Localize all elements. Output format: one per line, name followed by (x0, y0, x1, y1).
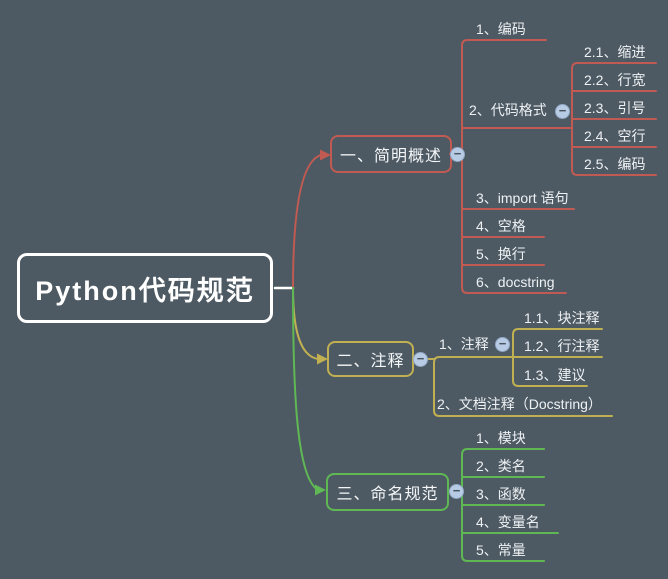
topic-function[interactable]: 3、函数 (476, 486, 526, 502)
topic-block-comment[interactable]: 1.1、块注释 (524, 310, 600, 326)
topic-line-width[interactable]: 2.2、行宽 (584, 72, 646, 88)
branch-topic-comments[interactable]: 二、注释 (327, 341, 414, 377)
topic-line-break[interactable]: 5、换行 (476, 246, 526, 262)
arrowhead-overview (320, 149, 331, 161)
topic-quotes[interactable]: 2.3、引号 (584, 100, 646, 116)
topic-constant[interactable]: 5、常量 (476, 542, 526, 558)
arrowhead-naming (315, 484, 326, 496)
collapse-icon-naming[interactable]: − (449, 484, 464, 499)
collapse-icon-code-format[interactable]: − (555, 104, 570, 119)
topic-doc-comment[interactable]: 2、文档注释（Docstring） (437, 396, 602, 412)
topic-code-format[interactable]: 2、代码格式 (469, 102, 547, 118)
topic-comment[interactable]: 1、注释 (439, 336, 489, 352)
topic-spaces[interactable]: 4、空格 (476, 218, 526, 234)
topic-module[interactable]: 1、模块 (476, 430, 526, 446)
topic-encoding-sub[interactable]: 2.5、编码 (584, 156, 646, 172)
branch-overview-connectors (292, 39, 657, 294)
topic-blank-lines[interactable]: 2.4、空行 (584, 128, 646, 144)
root-topic[interactable]: Python代码规范 (17, 253, 273, 323)
topic-line-comment[interactable]: 1.2、行注释 (524, 338, 600, 354)
arrowhead-comments (317, 353, 328, 365)
branch-topic-naming[interactable]: 三、命名规范 (326, 473, 449, 511)
branch-topic-overview[interactable]: 一、简明概述 (330, 135, 452, 173)
topic-variable-name[interactable]: 4、变量名 (476, 514, 540, 530)
topic-class-name[interactable]: 2、类名 (476, 458, 526, 474)
topic-encoding[interactable]: 1、编码 (476, 21, 526, 37)
collapse-icon-comment-sub[interactable]: − (495, 337, 510, 352)
branch-naming-connectors (292, 287, 559, 562)
topic-suggestion[interactable]: 1.3、建议 (524, 367, 586, 383)
topic-docstring[interactable]: 6、docstring (476, 274, 555, 290)
topic-import[interactable]: 3、import 语句 (476, 190, 569, 206)
topic-indent[interactable]: 2.1、缩进 (584, 44, 646, 60)
collapse-icon-overview[interactable]: − (450, 147, 465, 162)
collapse-icon-comments[interactable]: − (413, 352, 428, 367)
